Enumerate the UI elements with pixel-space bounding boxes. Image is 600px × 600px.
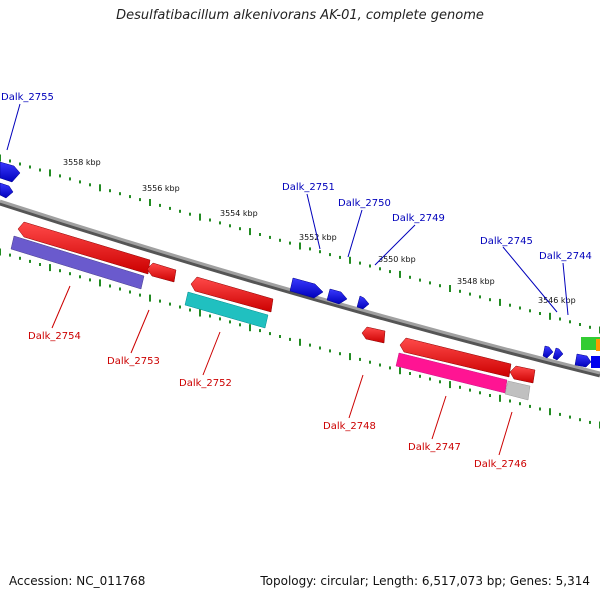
gene-dalk-2755[interactable] [0,161,21,183]
label-dalk-2747[interactable]: Dalk_2747 [408,442,461,453]
reverse-genes [17,221,536,384]
gene-dalk-2748[interactable] [361,326,386,344]
forward-genes [0,161,600,368]
kbp-label-3554: 3554 kbp [220,209,258,218]
kbp-label-3558: 3558 kbp [63,158,101,167]
label-dalk-2748[interactable]: Dalk_2748 [323,421,376,432]
cog-bar-dalk-2754 [10,235,145,290]
map-title: Desulfatibacillum alkenivorans AK-01, co… [116,8,484,23]
gene-dalk-2750[interactable] [326,288,348,305]
callout-dalk-2755 [6,103,21,151]
gene-dalk-2749[interactable] [356,295,370,310]
gene-dalk-2754[interactable] [17,221,151,275]
callout-dalk-2750 [347,209,363,258]
cog-bar-dalk-2752 [184,291,269,329]
gene-dalk-2752[interactable] [190,276,274,313]
gene-dalk-2745[interactable] [542,345,554,359]
gene-dalk-2744[interactable] [552,347,564,361]
kbp-label-3546: 3546 kbp [538,296,576,305]
gene-dalk-2755b[interactable] [0,182,14,199]
callout-dalk-2746 [498,411,513,456]
callout-dalk-2748 [348,374,364,419]
kbp-label-3548: 3548 kbp [457,277,495,286]
callout-dalk-2745 [502,246,558,313]
label-dalk-2751[interactable]: Dalk_2751 [282,182,335,193]
gene-edge-blue-2[interactable] [591,356,600,368]
label-dalk-2752[interactable]: Dalk_2752 [179,378,232,389]
gene-dalk-2753[interactable] [146,262,177,283]
label-dalk-2745[interactable]: Dalk_2745 [480,236,533,247]
gene-dalk-2751[interactable] [289,277,324,299]
callout-dalk-2749 [374,224,416,266]
label-dalk-2755[interactable]: Dalk_2755 [1,92,54,103]
top-tick-track [0,154,600,334]
gene-dalk-2746[interactable] [509,365,536,384]
gene-dalk-2747[interactable] [399,337,512,378]
callout-dalk-2747 [431,395,447,440]
kbp-label-3552: 3552 kbp [299,233,337,242]
cog-orange-gene[interactable] [596,339,600,351]
cog-bar-dalk-2746 [504,380,531,401]
callout-dalk-2753 [130,309,150,354]
label-dalk-2749[interactable]: Dalk_2749 [392,213,445,224]
label-dalk-2746[interactable]: Dalk_2746 [474,459,527,470]
accession-text: Accession: NC_011768 [9,574,146,588]
callout-dalk-2751 [306,193,321,250]
kbp-label-3556: 3556 kbp [142,184,180,193]
callout-lines [6,103,569,456]
backbone-shadow [0,200,600,378]
callout-dalk-2752 [202,331,221,376]
bottom-tick-track [0,248,600,429]
label-dalk-2753[interactable]: Dalk_2753 [107,356,160,367]
cog-bars [10,235,531,401]
label-dalk-2744[interactable]: Dalk_2744 [539,251,592,262]
callout-dalk-2744 [562,262,569,316]
kbp-label-3550: 3550 kbp [378,255,416,264]
gene-edge-blue[interactable] [574,353,592,368]
topology-text: Topology: circular; Length: 6,517,073 bp… [260,574,590,588]
callout-dalk-2754 [51,285,71,329]
cog-green-gene[interactable] [581,337,600,350]
label-dalk-2750[interactable]: Dalk_2750 [338,198,391,209]
label-dalk-2754[interactable]: Dalk_2754 [28,331,81,342]
